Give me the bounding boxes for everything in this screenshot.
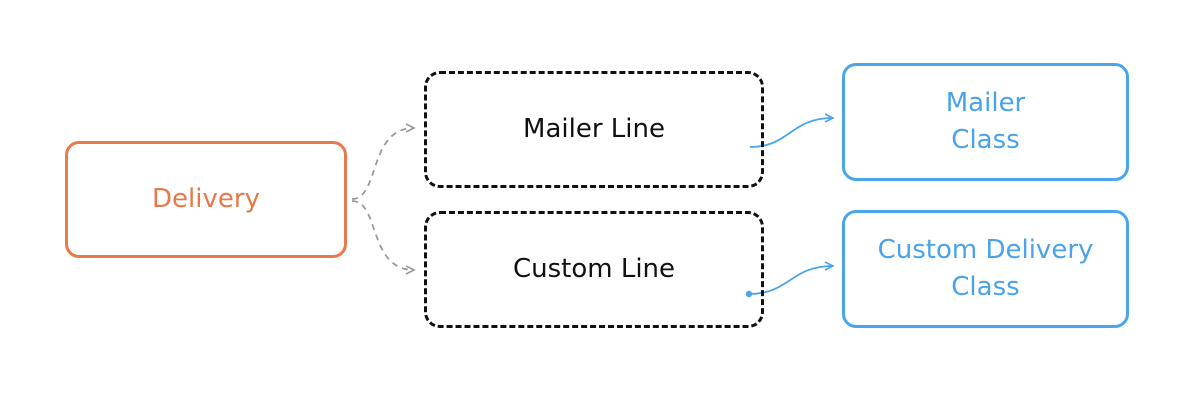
mailer-line-node: Mailer Line [424, 71, 764, 188]
custom-delivery-class-label: Custom Delivery Class [877, 235, 1094, 302]
edge-custom-line-to-custom-class [748, 261, 835, 295]
custom-line-node: Custom Line [424, 211, 764, 328]
edge-delivery-to-mailer-line [351, 123, 416, 200]
edge-delivery-to-custom-line [351, 200, 416, 275]
delivery-label: Delivery [152, 184, 260, 214]
mailer-class-node: Mailer Class [842, 63, 1129, 181]
delivery-node: Delivery [65, 141, 347, 258]
mailer-line-label: Mailer Line [523, 114, 665, 144]
mailer-class-label: Mailer Class [945, 88, 1026, 155]
custom-line-label: Custom Line [512, 254, 676, 284]
custom-delivery-class-node: Custom Delivery Class [842, 210, 1129, 328]
